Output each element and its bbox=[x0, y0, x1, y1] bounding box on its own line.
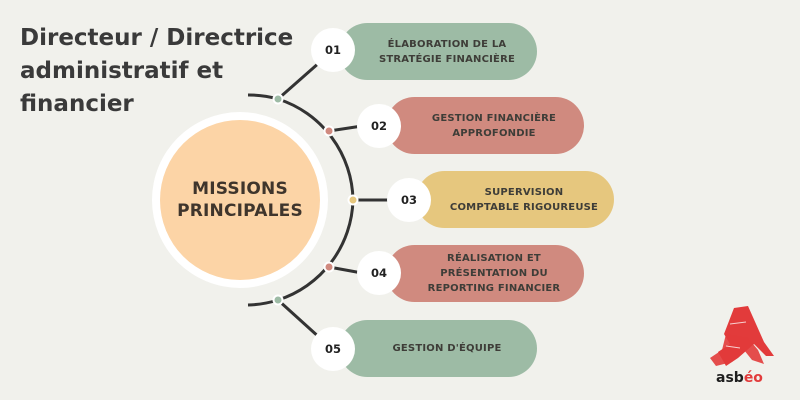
mission-number-02: 02 bbox=[357, 104, 401, 148]
mission-card-04: RÉALISATION ET PRÉSENTATION DU REPORTING… bbox=[386, 245, 584, 302]
mission-text: GESTION FINANCIÈRE bbox=[431, 112, 557, 124]
logo-text-accent: éo bbox=[743, 370, 763, 386]
mission-text: SUPERVISION bbox=[484, 186, 564, 198]
mission-text: STRATÉGIE FINANCIÈRE bbox=[378, 53, 516, 65]
mission-text: APPROFONDIE bbox=[452, 127, 536, 139]
logo-text: asbéo bbox=[716, 370, 763, 386]
logo-text-main: asb bbox=[716, 370, 744, 386]
mission-text: GESTION D'ÉQUIPE bbox=[392, 343, 502, 354]
mission-number-05: 05 bbox=[311, 327, 355, 371]
mission-text: COMPTABLE RIGOUREUSE bbox=[449, 201, 599, 213]
page-title: Directeur / Directrice administratif et … bbox=[20, 25, 294, 117]
hub-label-line1: MISSIONS bbox=[192, 179, 288, 199]
mission-card-02: GESTION FINANCIÈRE APPROFONDIE bbox=[386, 97, 584, 154]
asbeo-logo-icon bbox=[710, 306, 774, 366]
mission-number-03: 03 bbox=[387, 178, 431, 222]
mission-text: RÉALISATION ET bbox=[447, 253, 541, 264]
mission-number-04: 04 bbox=[357, 251, 401, 295]
mission-card-05: GESTION D'ÉQUIPE bbox=[339, 320, 537, 377]
hub-label-line2: PRINCIPALES bbox=[177, 201, 303, 221]
mission-card-01: ÉLABORATION DE LA STRATÉGIE FINANCIÈRE bbox=[339, 23, 537, 80]
mission-text: PRÉSENTATION DU bbox=[440, 268, 548, 279]
hub-circle: MISSIONS PRINCIPALES bbox=[152, 112, 328, 288]
mission-text: REPORTING FINANCIER bbox=[427, 283, 561, 294]
mission-number-01: 01 bbox=[311, 28, 355, 72]
mission-card-03: SUPERVISION COMPTABLE RIGOUREUSE bbox=[416, 171, 614, 228]
mission-text: ÉLABORATION DE LA bbox=[387, 38, 507, 50]
